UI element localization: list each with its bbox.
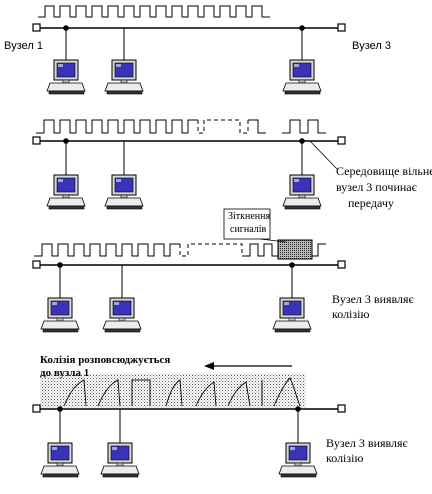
bus-terminator-icon [32, 260, 41, 269]
bus-terminator-icon [32, 404, 41, 413]
medium-free-note-line1: Середовище вільне- [336, 164, 432, 178]
bus-terminator-icon [337, 23, 346, 32]
workstation-icon [102, 297, 142, 333]
workstation-icon [40, 442, 80, 478]
workstation-icon [282, 59, 322, 95]
bus-terminator-icon [32, 136, 41, 145]
medium-free-note-line2: вузел 3 починає [336, 180, 417, 194]
signal-wave-tail [248, 119, 266, 134]
stage-2 [32, 119, 346, 210]
collision-label-box [223, 208, 271, 240]
stage-4 [32, 362, 346, 478]
collision-label-line2: сигналів [230, 224, 267, 235]
stage-1 [32, 5, 346, 95]
stage-3 [32, 208, 346, 333]
collision-label-line1: Зіткнення [228, 211, 271, 222]
noise-waveform [63, 377, 301, 407]
node3-detects-line1: Вузел 3 виявляє [332, 292, 414, 306]
workstation-icon [46, 59, 86, 95]
workstation-icon [46, 174, 86, 210]
node3-detects-line1-stage4: Вузел 3 виявляє [326, 436, 408, 450]
workstation-icon [272, 297, 312, 333]
workstation-icon [100, 442, 140, 478]
workstation-icon [40, 297, 80, 333]
propagation-label-line2: до вузла 1 [40, 367, 90, 379]
node3-detects-line2: колізію [332, 307, 370, 321]
signal-wave-dashed [197, 119, 249, 134]
bus-terminator-icon [337, 136, 346, 145]
collision-block [277, 239, 313, 260]
node3-detects-line2-stage4: колізію [326, 451, 364, 465]
workstation-icon [104, 59, 144, 95]
callout-line [309, 140, 339, 171]
workstation-icon [104, 174, 144, 210]
signal-wave-node3 [312, 243, 326, 257]
node3-label: Вузел 3 [352, 40, 391, 52]
signal-wave-node3 [282, 119, 326, 134]
workstation-icon [278, 442, 318, 478]
signal-wave-node1 [36, 119, 198, 134]
node1-label: Вузел 1 [4, 40, 43, 52]
signal-wave-dashed [179, 243, 243, 257]
bus-terminator-icon [32, 23, 41, 32]
signal-wave-node1 [34, 243, 180, 257]
signal-wave-node1 [38, 5, 270, 18]
bus-terminator-icon [337, 404, 346, 413]
medium-free-note-line3: передачу [348, 196, 394, 210]
workstation-icon [282, 174, 322, 210]
signal-wave-tail [242, 243, 278, 257]
propagation-label-line1: Колізія розповсюджується [40, 354, 171, 366]
bus-terminator-icon [337, 260, 346, 269]
